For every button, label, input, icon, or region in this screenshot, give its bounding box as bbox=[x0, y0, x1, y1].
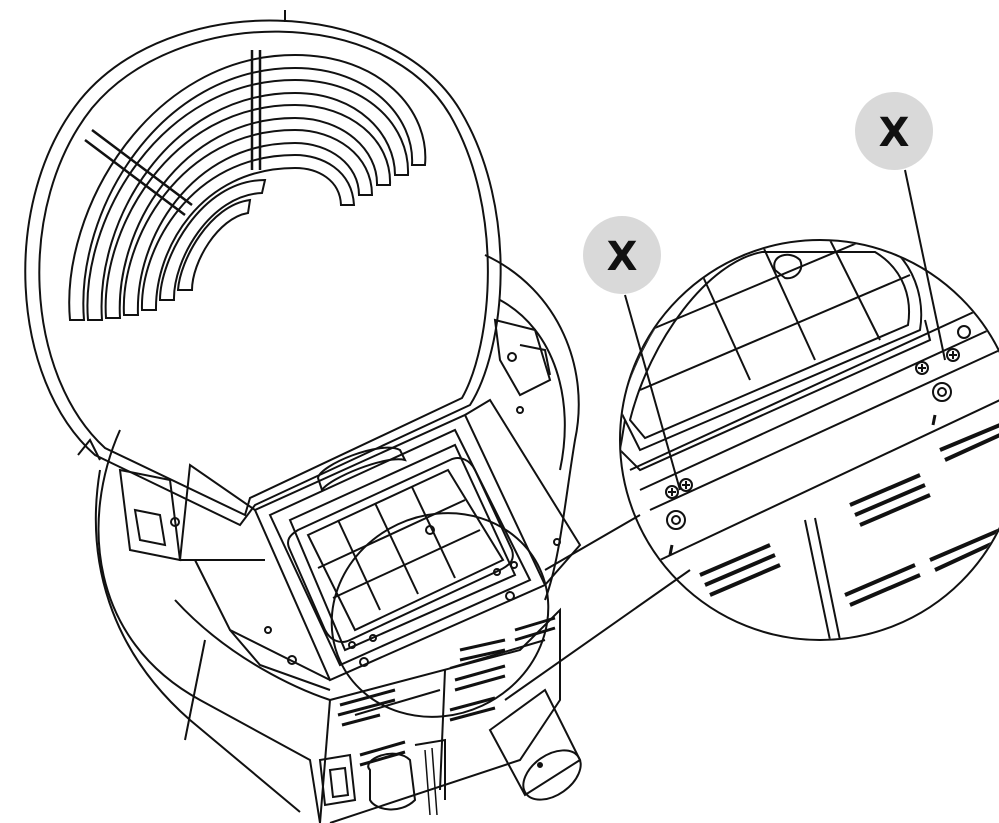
detail-contents bbox=[621, 241, 999, 639]
callout-label: X bbox=[879, 110, 910, 156]
callout-right: X bbox=[855, 92, 946, 361]
appliance-body bbox=[77, 254, 582, 823]
hopper-frame bbox=[170, 352, 582, 691]
round-lid bbox=[24, 10, 502, 527]
callout-badge bbox=[855, 92, 933, 170]
callout-label: X bbox=[607, 234, 638, 280]
callout-badge bbox=[583, 216, 661, 294]
callout-left: X bbox=[583, 216, 681, 491]
detail-magnifier bbox=[330, 239, 999, 718]
detail-source-circle bbox=[330, 512, 550, 718]
detail-circle bbox=[619, 239, 999, 641]
